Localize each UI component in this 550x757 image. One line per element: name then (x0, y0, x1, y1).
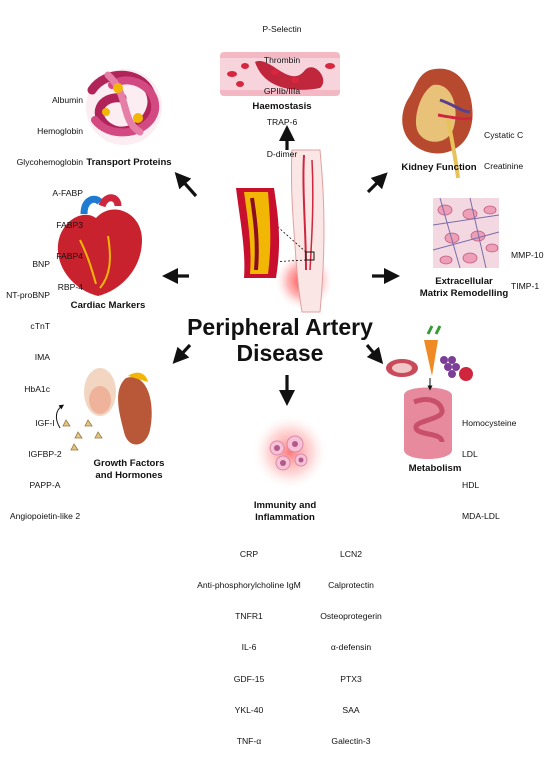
marker-item: Thrombin (263, 55, 301, 66)
marker-item: Homocysteine (462, 417, 517, 428)
arrows (162, 125, 400, 406)
marker-item: FABP4 (56, 250, 83, 261)
haemostasis-vessel-illustration (220, 52, 340, 96)
transport-label: Transport Proteins (86, 157, 172, 168)
kidney-marker-list: Cystatic C Creatinine (484, 109, 523, 182)
ecm-marker-list: MMP-10 TIMP-1 (511, 229, 543, 302)
haemostasis-marker-list: P-Selectin Thrombin GPIIb/IIIa TRAP-6 D-… (237, 3, 327, 170)
immunity-marker-list-left: CRP Anti-phosphorylcholine IgM TNFR1 IL-… (190, 528, 308, 757)
kidney-label: Kidney Function (401, 162, 477, 173)
immunity-label-line2: Inflammation (255, 511, 315, 523)
plaqued-artery-illustration (236, 188, 280, 278)
marker-item: MDA-LDL (462, 511, 500, 522)
marker-item: PAPP-A (29, 480, 61, 491)
illustration-layer (55, 52, 500, 490)
metabolism-marker-list: Homocysteine LDL HDL MDA-LDL (462, 397, 516, 532)
cardiac-marker-list: BNP NT-proBNP cTnT IMA HbA1c (2, 238, 50, 405)
cardiac-label: Cardiac Markers (70, 300, 146, 311)
leg-illustration (269, 149, 334, 313)
marker-item: D-dimer (266, 148, 298, 159)
marker-item: Albumin (51, 94, 83, 105)
marker-item: NT-proBNP (6, 290, 50, 301)
marker-item: α-defensin (330, 642, 372, 653)
marker-item: TNF-α (236, 736, 262, 747)
marker-item: BNP (32, 258, 50, 269)
marker-item: MMP-10 (511, 249, 544, 260)
ecm-label-line2: Matrix Remodelling (419, 287, 509, 299)
marker-item: HbA1c (24, 383, 50, 394)
marker-item: IGFBP-2 (28, 449, 62, 460)
marker-item: SAA (342, 704, 360, 715)
growth-label-line1: Growth Factors (93, 458, 165, 469)
marker-item: Galectin-3 (331, 736, 371, 747)
marker-item: IL-6 (241, 642, 257, 653)
immunity-marker-list-right: LCN2 Calprotectin Osteoprotegerin α-defe… (308, 528, 394, 757)
marker-item: Hemoglobin (37, 126, 83, 137)
page-title-line2: Disease (236, 340, 324, 366)
page-title: Peripheral Artery Disease (160, 314, 400, 366)
ecm-label-line1: Extracellular (435, 276, 493, 287)
marker-item: IMA (34, 352, 50, 363)
marker-item: GPIIb/IIIa (263, 86, 301, 97)
metabolism-label: Metabolism (408, 463, 462, 474)
marker-item: TIMP-1 (511, 281, 540, 292)
growth-label: Growth Factors and Hormones (74, 458, 184, 481)
marker-item: HDL (462, 480, 480, 491)
arrow-growth (172, 343, 192, 364)
food-illustration (386, 325, 473, 381)
marker-item: RBP-4 (57, 282, 83, 293)
marker-item: Creatinine (484, 161, 524, 172)
transport-protein-illustration (86, 69, 162, 145)
intestine-illustration (404, 378, 452, 459)
kidney-illustration (402, 68, 473, 179)
arrow-metabolism (365, 343, 384, 365)
growth-marker-list: IGF-I IGFBP-2 PAPP-A Angiopoietin-like 2 (1, 397, 89, 532)
marker-item: LCN2 (340, 548, 362, 559)
ecm-label: Extracellular Matrix Remodelling (404, 276, 524, 299)
marker-item: Cystatic C (484, 129, 524, 140)
marker-item: GDF-15 (233, 673, 265, 684)
growth-label-line2: and Hormones (95, 469, 163, 481)
immune-cells-illustration (252, 414, 328, 490)
marker-item: FABP3 (56, 219, 83, 230)
marker-item: TNFR1 (235, 611, 263, 622)
marker-item: A-FABP (52, 188, 83, 199)
marker-item: Osteoprotegerin (320, 611, 382, 622)
marker-item: IGF-I (35, 417, 55, 428)
arrow-kidney (366, 172, 388, 194)
marker-item: TRAP-6 (266, 117, 298, 128)
ecm-tissue-illustration (432, 197, 500, 269)
immunity-label-line1: Immunity and (253, 500, 317, 511)
immunity-label: Immunity and Inflammation (230, 500, 340, 523)
marker-item: Calprotectin (328, 580, 374, 591)
gland-illustration (55, 368, 152, 451)
marker-item: Glycohemoglobin (16, 157, 83, 168)
marker-item: Anti-phosphorylcholine IgM (197, 580, 301, 591)
marker-item: LDL (462, 449, 478, 460)
heart-illustration (57, 194, 142, 296)
marker-item: PTX3 (340, 673, 362, 684)
marker-item: YKL-40 (234, 704, 264, 715)
marker-item: CRP (239, 548, 259, 559)
marker-item: P-Selectin (262, 23, 302, 34)
haemostasis-label: Haemostasis (252, 101, 312, 112)
marker-item: Angiopoietin-like 2 (9, 511, 81, 522)
transport-marker-list: Albumin Hemoglobin Glycohemoglobin A-FAB… (1, 74, 83, 303)
page-title-line1: Peripheral Artery (187, 314, 373, 340)
arrow-transport (174, 172, 198, 198)
marker-item: cTnT (30, 321, 50, 332)
